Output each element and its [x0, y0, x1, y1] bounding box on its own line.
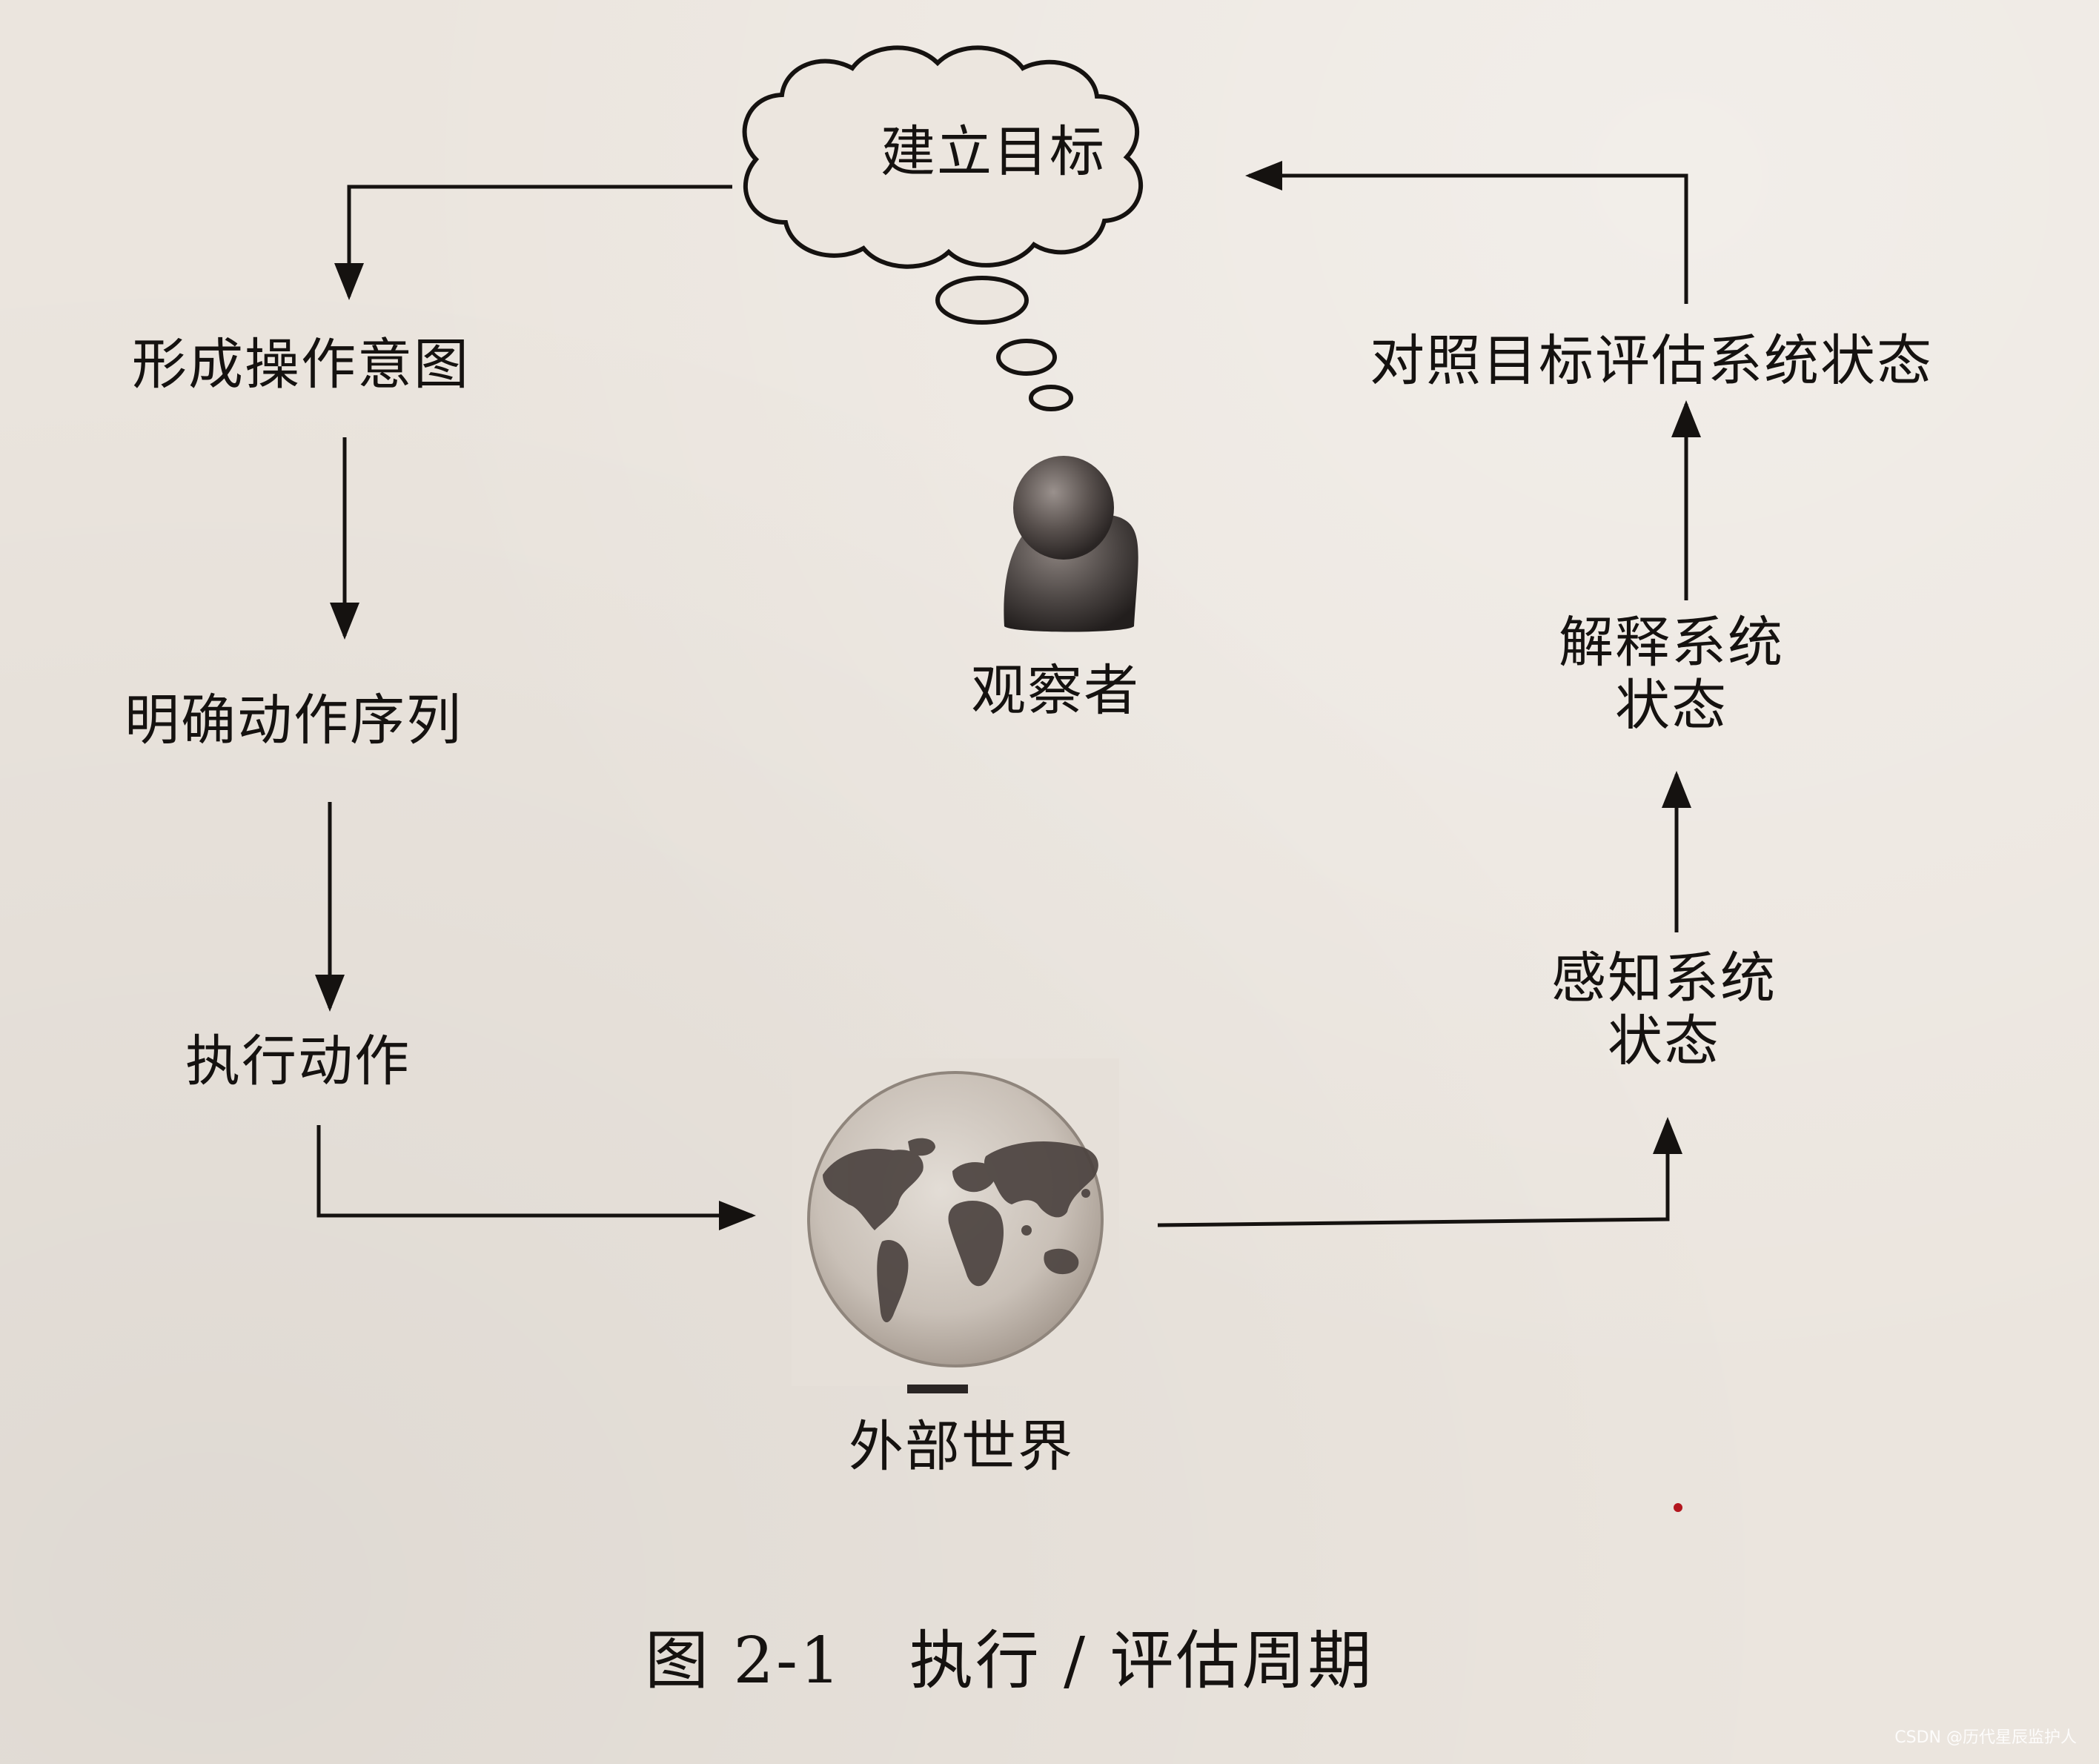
node-interpret-state-line2: 状态 [1615, 674, 1728, 738]
figure-caption: 图 2-1 执行 / 评估周期 [645, 1608, 1373, 1701]
node-execute-action: 执行动作 [185, 1029, 411, 1093]
figure-number: 图 2-1 [645, 1624, 843, 1698]
csdn-watermark: CSDN @历代星辰监护人 [1894, 1728, 2077, 1747]
node-evaluate-state: 对照目标评估系统状态 [1370, 329, 1933, 393]
node-perceive-state-line2: 状态 [1608, 1009, 1720, 1074]
node-interpret-state-line1: 解释系统 [1559, 611, 1784, 674]
node-set-goal: 建立目标 [881, 120, 1106, 184]
node-observer: 观察者 [971, 659, 1140, 723]
arrow-world-to-perceive [1157, 1117, 1682, 1227]
person-icon [1004, 456, 1138, 632]
node-specify-actions: 明确动作序列 [125, 689, 462, 752]
arrow-goal-to-intention [334, 185, 732, 300]
globe-icon [792, 1058, 1119, 1393]
node-interpret-state: 解释系统 状态 [1542, 611, 1801, 737]
arrow-execute-to-world [316, 1125, 756, 1230]
arrow-evaluate-to-goal [1245, 161, 1688, 304]
node-form-intention: 形成操作意图 [132, 333, 470, 397]
node-perceive-state: 感知系统 状态 [1538, 946, 1790, 1074]
ink-spot [1674, 1503, 1682, 1512]
thought-cloud-icon [742, 45, 1144, 411]
node-perceive-state-line1: 感知系统 [1551, 946, 1777, 1010]
figure-title: 执行 / 评估周期 [909, 1624, 1374, 1698]
node-world: 外部世界 [849, 1415, 1074, 1479]
